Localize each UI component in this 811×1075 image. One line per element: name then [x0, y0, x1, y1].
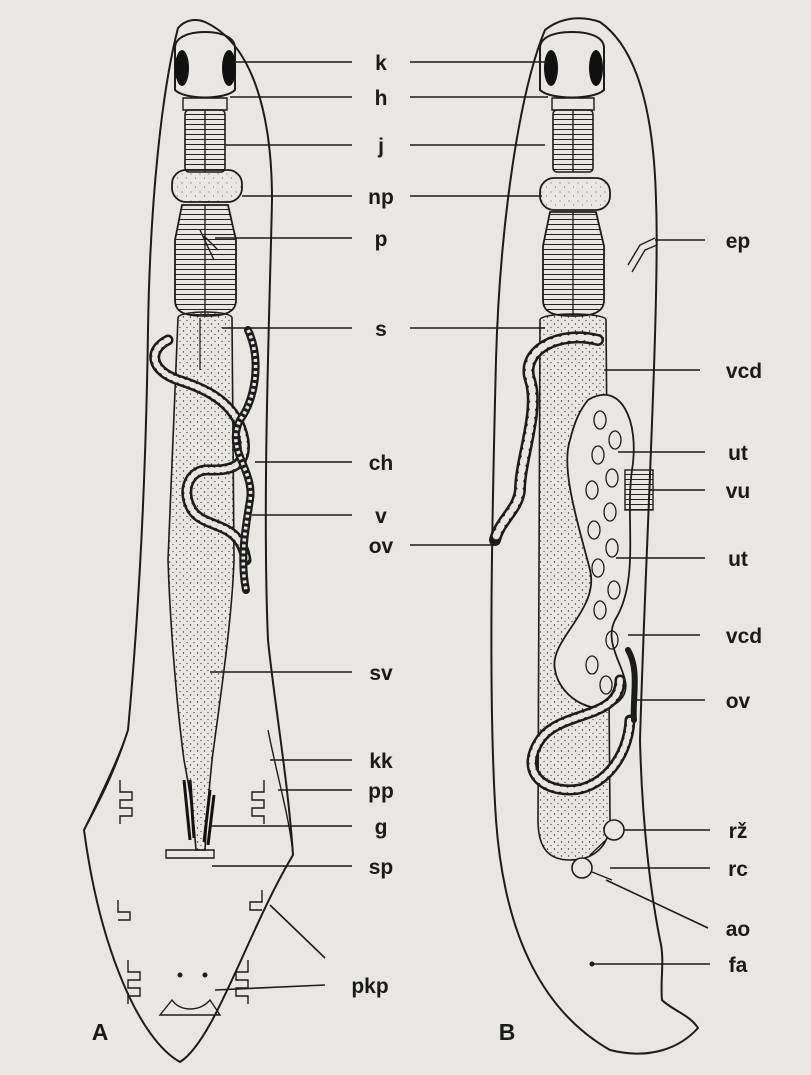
label-ut-2: ut	[728, 548, 748, 571]
label-np: np	[368, 186, 394, 209]
label-s: s	[375, 318, 387, 341]
rectal-gland-b	[604, 820, 624, 840]
eye-right-b	[589, 50, 603, 86]
label-ov-b: ov	[726, 690, 751, 713]
nerve-ring-a	[172, 170, 242, 202]
labels-figure-a: k h j np p s ch v ov sv kk pp g sp pkp	[351, 52, 394, 998]
label-fa: fa	[729, 954, 748, 977]
gubernaculum-a	[166, 850, 214, 858]
panel-label-b: B	[499, 1019, 516, 1045]
label-k: k	[375, 52, 387, 75]
label-kk: kk	[369, 750, 393, 773]
papillae-left-a	[118, 780, 140, 1004]
tail-tip-a	[160, 1000, 220, 1015]
label-sv: sv	[369, 662, 393, 685]
label-rz: rž	[729, 820, 748, 843]
label-g: g	[375, 816, 388, 839]
label-rc: rc	[728, 858, 748, 881]
label-j: j	[377, 135, 384, 158]
nerve-ring-b	[540, 178, 610, 210]
excretory-pore-b	[628, 238, 657, 272]
eye-left-a	[175, 50, 189, 86]
figure-a	[84, 20, 293, 1062]
label-pp: pp	[368, 780, 394, 803]
label-ch: ch	[369, 452, 394, 475]
neck-a	[183, 98, 227, 110]
label-vcd: vcd	[726, 360, 762, 383]
label-vcd-2: vcd	[726, 625, 762, 648]
label-ov-a: ov	[369, 535, 394, 558]
leader-lines	[210, 62, 710, 990]
label-vu: vu	[726, 480, 751, 503]
label-ut: ut	[728, 442, 748, 465]
panel-label-a: A	[92, 1019, 109, 1045]
eye-left-b	[544, 50, 558, 86]
label-ep: ep	[726, 230, 751, 253]
label-ao: ao	[726, 918, 751, 941]
papillae-right-a	[236, 780, 264, 1004]
vulva-b	[625, 470, 653, 510]
figure-b	[491, 18, 698, 1053]
label-h: h	[375, 87, 388, 110]
label-pkp: pkp	[351, 975, 388, 998]
eye-right-a	[222, 50, 236, 86]
phasmid-b	[590, 962, 595, 967]
labels-figure-b: ep vcd ut vu ut vcd ov rž rc ao fa	[726, 230, 762, 977]
label-sp: sp	[369, 856, 394, 879]
label-p: p	[375, 228, 388, 251]
label-v: v	[375, 505, 387, 528]
